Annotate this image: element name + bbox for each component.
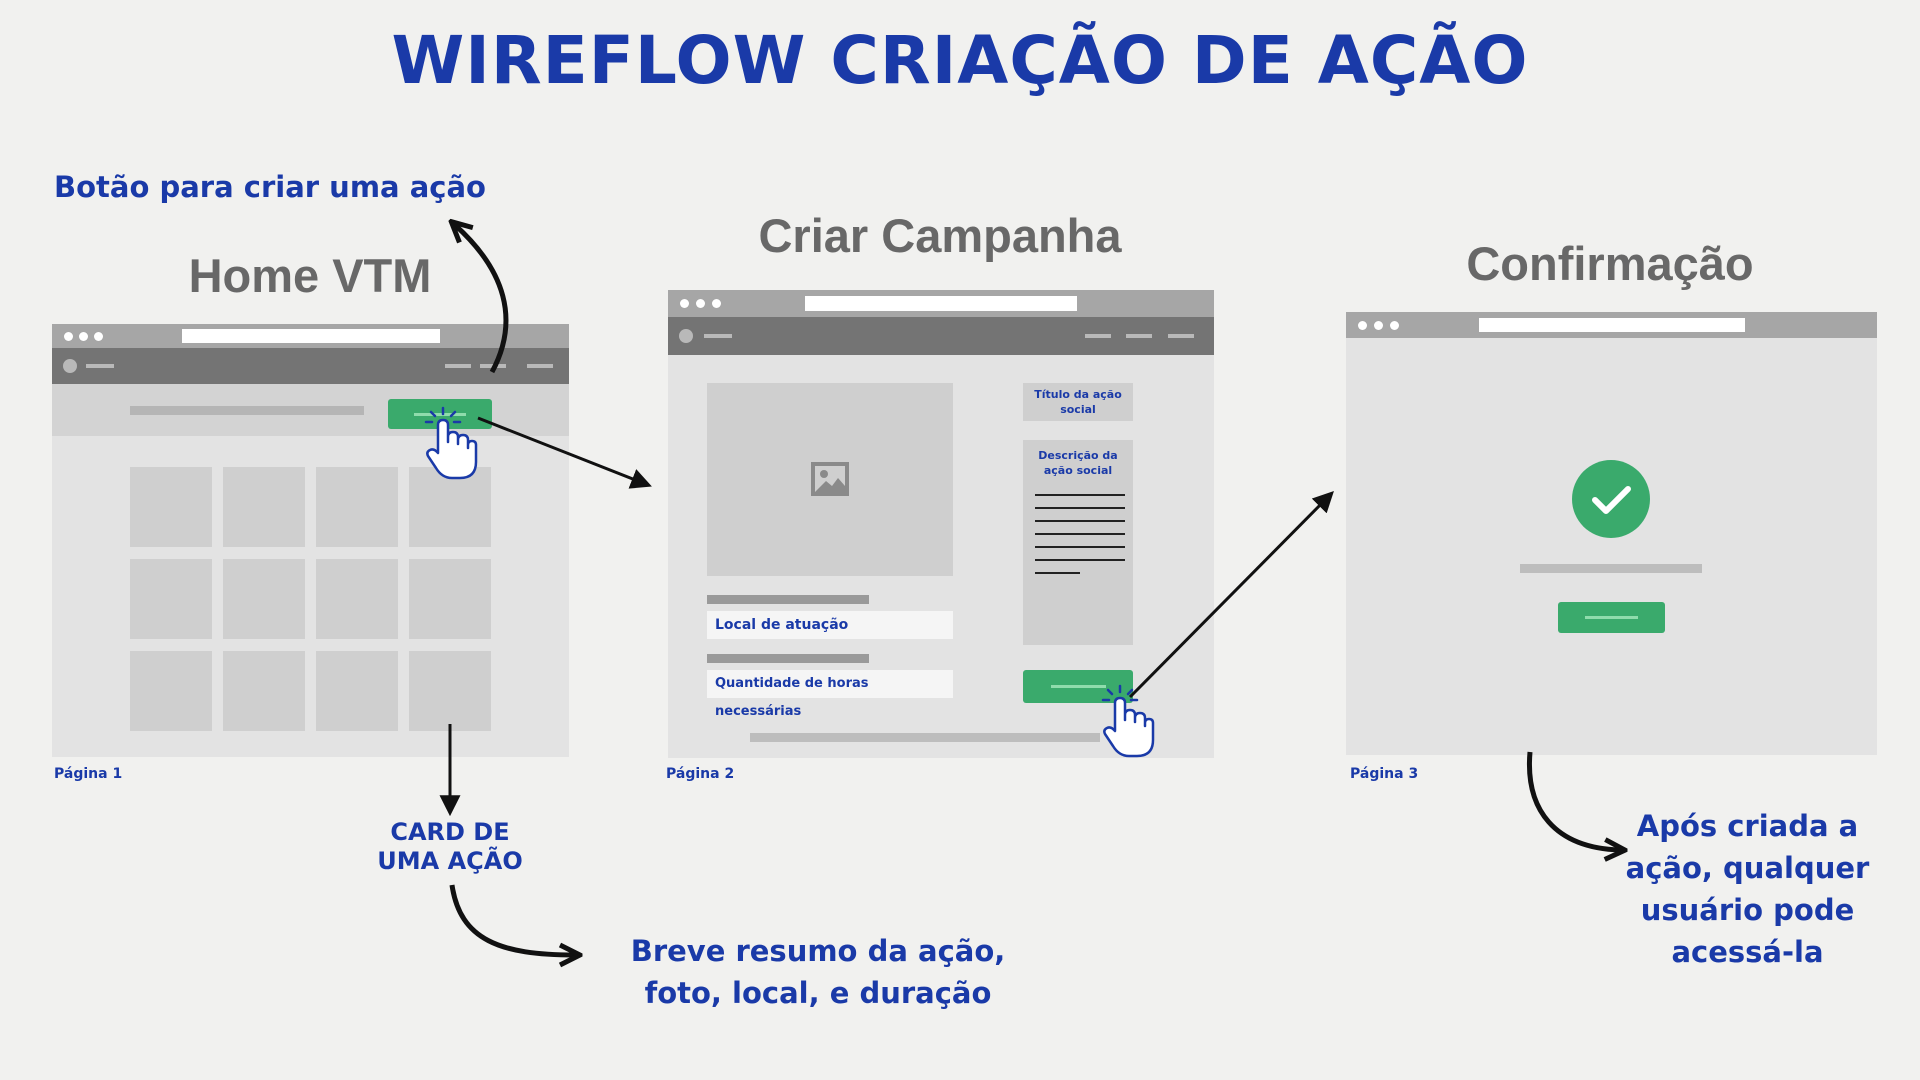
annotation-botao: Botão para criar uma ação bbox=[54, 170, 486, 204]
image-placeholder-icon bbox=[811, 462, 849, 496]
nav-bar bbox=[52, 348, 569, 384]
page-label-3: Página 3 bbox=[1350, 766, 1419, 782]
arrow-to-apos bbox=[1526, 751, 1620, 850]
local-field[interactable]: Local de atuação bbox=[707, 611, 953, 639]
action-card[interactable] bbox=[223, 651, 305, 731]
page-label-1: Página 1 bbox=[54, 766, 123, 782]
annotation-resumo: Breve resumo da ação, foto, local, e dur… bbox=[630, 934, 1006, 1010]
window-titlebar bbox=[52, 324, 569, 348]
criar-acao-button[interactable] bbox=[388, 399, 492, 429]
titulo-field[interactable]: Título da ação social bbox=[1023, 383, 1133, 421]
annotation-apos: Após criada a ação, qualquer usuário pod… bbox=[1625, 809, 1870, 969]
descricao-label: Descrição da ação social bbox=[1038, 449, 1118, 477]
action-card[interactable] bbox=[223, 467, 305, 547]
submit-button[interactable] bbox=[1023, 670, 1133, 703]
action-card[interactable] bbox=[316, 559, 398, 639]
annotation-card: CARD DE UMA AÇÃO bbox=[377, 818, 523, 875]
screen-title-home: Home VTM bbox=[188, 249, 432, 302]
screen-title-confirmacao: Confirmação bbox=[1466, 237, 1754, 290]
action-card[interactable] bbox=[409, 651, 491, 731]
screen-title-criar: Criar Campanha bbox=[758, 209, 1122, 262]
wireframe-home bbox=[52, 324, 569, 757]
action-card[interactable] bbox=[130, 559, 212, 639]
wireframe-confirmacao bbox=[1346, 312, 1877, 755]
action-card[interactable] bbox=[130, 651, 212, 731]
url-bar bbox=[1479, 318, 1745, 332]
confirm-button[interactable] bbox=[1558, 602, 1665, 633]
nav-bar bbox=[668, 317, 1214, 355]
window-titlebar bbox=[668, 290, 1214, 317]
action-card[interactable] bbox=[130, 467, 212, 547]
page-label-2: Página 2 bbox=[666, 766, 735, 782]
image-upload-area[interactable] bbox=[707, 383, 953, 576]
url-bar bbox=[182, 329, 440, 343]
action-card[interactable] bbox=[316, 467, 398, 547]
action-card[interactable] bbox=[409, 559, 491, 639]
action-card[interactable] bbox=[316, 651, 398, 731]
diagram-title: WIREFLOW CRIAÇÃO DE AÇÃO bbox=[391, 22, 1529, 99]
action-card[interactable] bbox=[223, 559, 305, 639]
descricao-field[interactable]: Descrição da ação social bbox=[1023, 440, 1133, 645]
descricao-text-lines bbox=[1035, 494, 1125, 574]
arrow-to-resumo bbox=[449, 884, 575, 955]
action-card[interactable] bbox=[409, 467, 491, 547]
horas-field[interactable]: Quantidade de horas necessárias bbox=[707, 670, 953, 719]
url-bar bbox=[805, 296, 1077, 311]
check-circle-icon bbox=[1572, 460, 1650, 538]
wireframe-criar: Local de atuação Quantidade de horas nec… bbox=[668, 290, 1214, 758]
window-titlebar bbox=[1346, 312, 1877, 338]
